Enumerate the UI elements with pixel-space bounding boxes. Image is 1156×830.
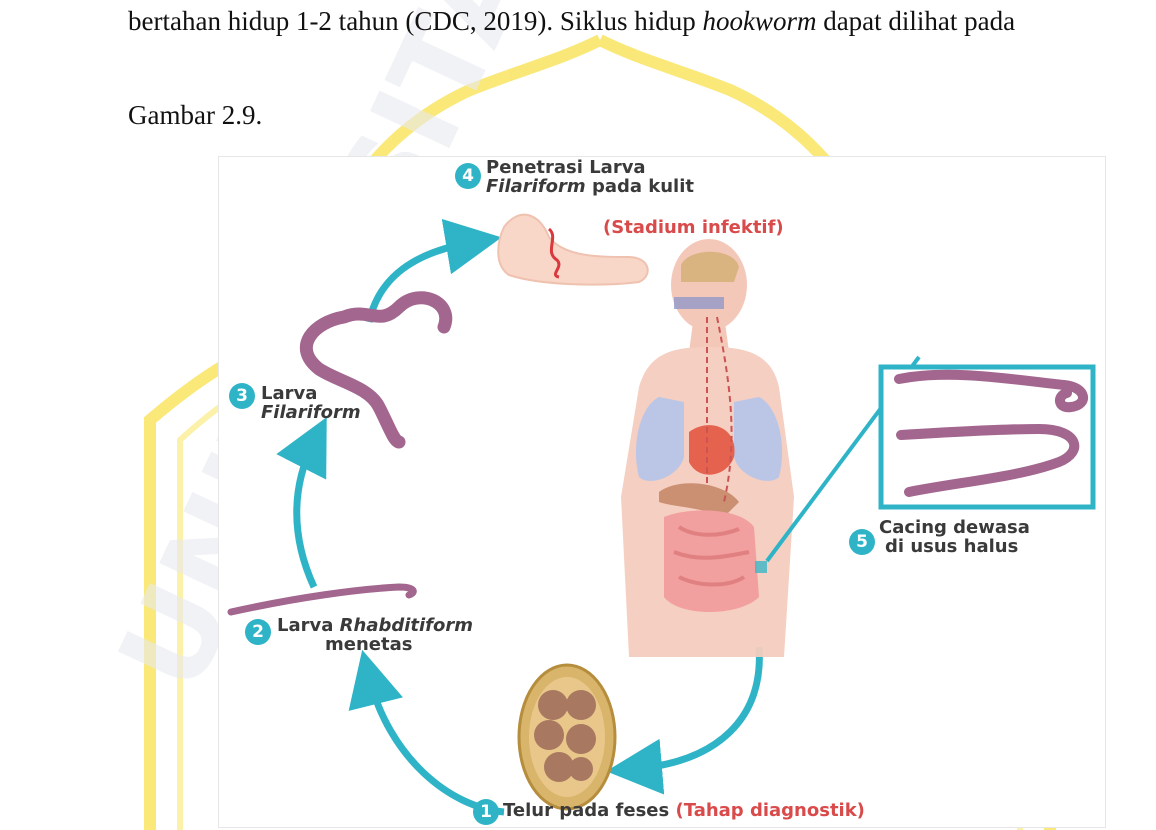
- step-5-badge: 5: [849, 529, 875, 555]
- hookworm-egg: [519, 665, 615, 809]
- human-body-illustration: [621, 239, 794, 657]
- lifecycle-diagram: [219, 157, 1107, 829]
- rhabditiform-larva: [231, 587, 413, 612]
- step-2-badge: 2: [245, 619, 271, 645]
- step-4-label: Penetrasi Larva Filariform pada kulit: [486, 159, 694, 197]
- step-5-label: Cacing dewasa di usus halus: [879, 519, 1030, 557]
- step-4-note: (Stadium infektif): [603, 219, 784, 238]
- step-2-label: Larva Rhabditiform menetas: [277, 617, 473, 655]
- arrow-egg-to-rhabditiform: [369, 677, 504, 812]
- step-1-label: Telur pada feses (Tahap diagnostik): [503, 802, 865, 821]
- arrow-rhabditiform-to-filariform: [297, 442, 314, 587]
- hookworm-lifecycle-figure: 4 Penetrasi Larva Filariform pada kulit …: [218, 156, 1106, 828]
- paragraph-line-2: Gambar 2.9.: [128, 102, 262, 129]
- paragraph-line-1: bertahan hidup 1-2 tahun (CDC, 2019). Si…: [128, 8, 1015, 35]
- step-3-badge: 3: [229, 383, 255, 409]
- arrow-intestine-to-egg: [634, 647, 759, 769]
- step-4-badge: 4: [455, 163, 481, 189]
- step-1-badge: 1: [473, 799, 499, 825]
- step-3-label: Larva Filariform: [261, 385, 361, 423]
